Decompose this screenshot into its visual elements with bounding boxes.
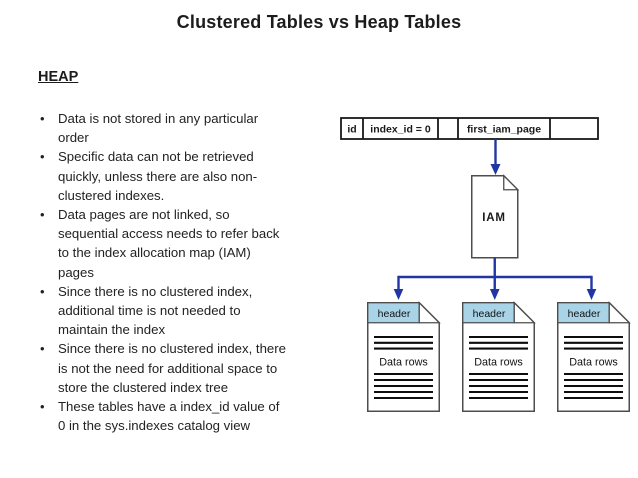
page-header-label: header — [568, 308, 601, 320]
cell-index-id: index_id = 0 — [370, 124, 431, 136]
page-fold — [418, 301, 441, 324]
heap-structure-diagram: id index_id = 0 first_iam_page IAM — [340, 117, 631, 412]
bullet-item: • Data is not stored in any particular or… — [38, 109, 286, 147]
bullet-marker: • — [40, 207, 45, 223]
data-page-icon: header Data rows — [367, 301, 441, 412]
bullet-text: Data is not stored in any particular ord… — [58, 111, 259, 146]
iam-label: IAM — [482, 212, 505, 224]
data-rows-label: Data rows — [569, 357, 618, 369]
arrow-head — [490, 164, 501, 175]
page-fold — [513, 301, 536, 324]
arrow-head — [393, 289, 404, 300]
iam-doc-outline — [471, 175, 519, 259]
bullet-item: • Since there is no clustered index, ther… — [38, 339, 286, 397]
cell-id: id — [347, 124, 356, 136]
bullet-text: Since there is no clustered index, addit… — [58, 283, 253, 338]
bullet-text: Since there is no clustered index, there… — [58, 341, 286, 395]
data-page-icon: header Data rows — [557, 301, 631, 412]
bullet-list: • Data is not stored in any particular or… — [38, 109, 286, 435]
cell-first-iam-page: first_iam_page — [467, 124, 541, 136]
bullet-marker: • — [40, 341, 45, 357]
iam-to-pages-connector — [393, 257, 597, 300]
iam-page-icon: IAM — [471, 174, 520, 259]
catalog-row-table: id index_id = 0 first_iam_page — [340, 117, 599, 140]
arrow-table-to-iam — [490, 139, 501, 175]
data-rows-lines — [469, 335, 528, 400]
bullet-text: Data pages are not linked, so sequential… — [58, 207, 280, 280]
bullet-item: • Specific data can not be retrieved quic… — [38, 147, 286, 205]
page-fold — [608, 301, 631, 324]
bullet-item: • Data pages are not linked, so sequentia… — [38, 205, 286, 282]
section-heading-heap: HEAP — [38, 69, 79, 85]
arrow-head — [586, 289, 597, 300]
arrow-head — [489, 289, 500, 300]
data-page-icon: header Data rows — [462, 301, 536, 412]
bullet-text: Specific data can not be retrieved quick… — [58, 149, 258, 203]
iam-doc-fold — [503, 174, 520, 191]
bullet-marker: • — [40, 111, 45, 126]
page-header-label: header — [378, 308, 411, 320]
data-rows-label: Data rows — [379, 357, 428, 369]
bullet-marker: • — [40, 283, 45, 299]
bullet-item: • Since there is no clustered index, addi… — [38, 282, 286, 340]
page-header-label: header — [473, 308, 506, 320]
bullet-text: These tables have a index_id value of 0 … — [58, 399, 280, 434]
catalog-table-border — [340, 117, 599, 140]
slide-title: Clustered Tables vs Heap Tables — [176, 12, 462, 32]
bullet-marker: • — [40, 149, 45, 165]
bullet-marker: • — [40, 399, 45, 415]
data-rows-label: Data rows — [474, 357, 523, 369]
data-rows-lines — [564, 335, 623, 400]
data-rows-lines — [374, 335, 433, 400]
bullet-item: • These tables have a index_id value of 0… — [38, 397, 286, 435]
